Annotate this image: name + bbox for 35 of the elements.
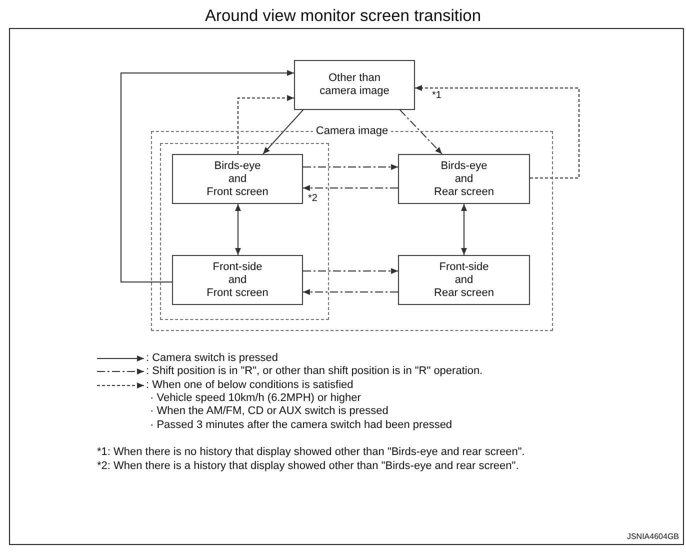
- arrow: [302, 289, 398, 295]
- state-box: [172, 255, 303, 305]
- group-frame: [160, 143, 329, 320]
- condition-item: · Passed 3 minutes after the camera switch had been pressed: [150, 418, 452, 432]
- condition-item: · Vehicle speed 10km/h (6.2MPH) or higher: [150, 392, 361, 404]
- state-box: [172, 154, 303, 204]
- legend-text: : Camera switch is pressed: [146, 352, 278, 365]
- state-label: Birds-eye and Front screen: [206, 160, 268, 198]
- footnote: *2: When there is a history that display showed other than "Birds-eye and rear screen".: [97, 460, 519, 472]
- state-label: Front-side and Front screen: [206, 260, 268, 300]
- state-label: Other than camera image: [320, 72, 390, 98]
- legend-text: : When one of below conditions is satisfied: [146, 378, 354, 392]
- figure-code: JSNIA4604GB: [626, 532, 679, 542]
- state-label: Birds-eye and Rear screen: [434, 160, 494, 198]
- group-heading: Camera image: [312, 125, 392, 138]
- arrow: [262, 110, 304, 154]
- state-label: Front-side and Rear screen: [434, 260, 494, 300]
- arrow: [414, 85, 580, 178]
- condition-item: · When the AM/FM, CD or AUX switch is pressed: [150, 405, 388, 418]
- state-box: [294, 60, 415, 110]
- double-arrow: [461, 204, 467, 256]
- arrow: [302, 164, 398, 170]
- edge-label: *2: [308, 193, 318, 204]
- footnote: *1: When there is no history that display showed other than "Birds-eye and rear screen".: [97, 446, 525, 459]
- arrow: [302, 185, 398, 191]
- state-box: [398, 154, 530, 204]
- legend-text: : Shift position is in "R", or other than shift position is in "R" operation.: [146, 365, 483, 378]
- arrow: [120, 70, 294, 282]
- arrow: [400, 110, 442, 154]
- arrow: [302, 268, 398, 274]
- edge-label: *1: [432, 90, 442, 101]
- diagram-title: Around view monitor screen transition: [204, 6, 482, 26]
- double-arrow: [235, 204, 241, 256]
- arrow: [238, 95, 294, 154]
- state-box: [398, 255, 530, 305]
